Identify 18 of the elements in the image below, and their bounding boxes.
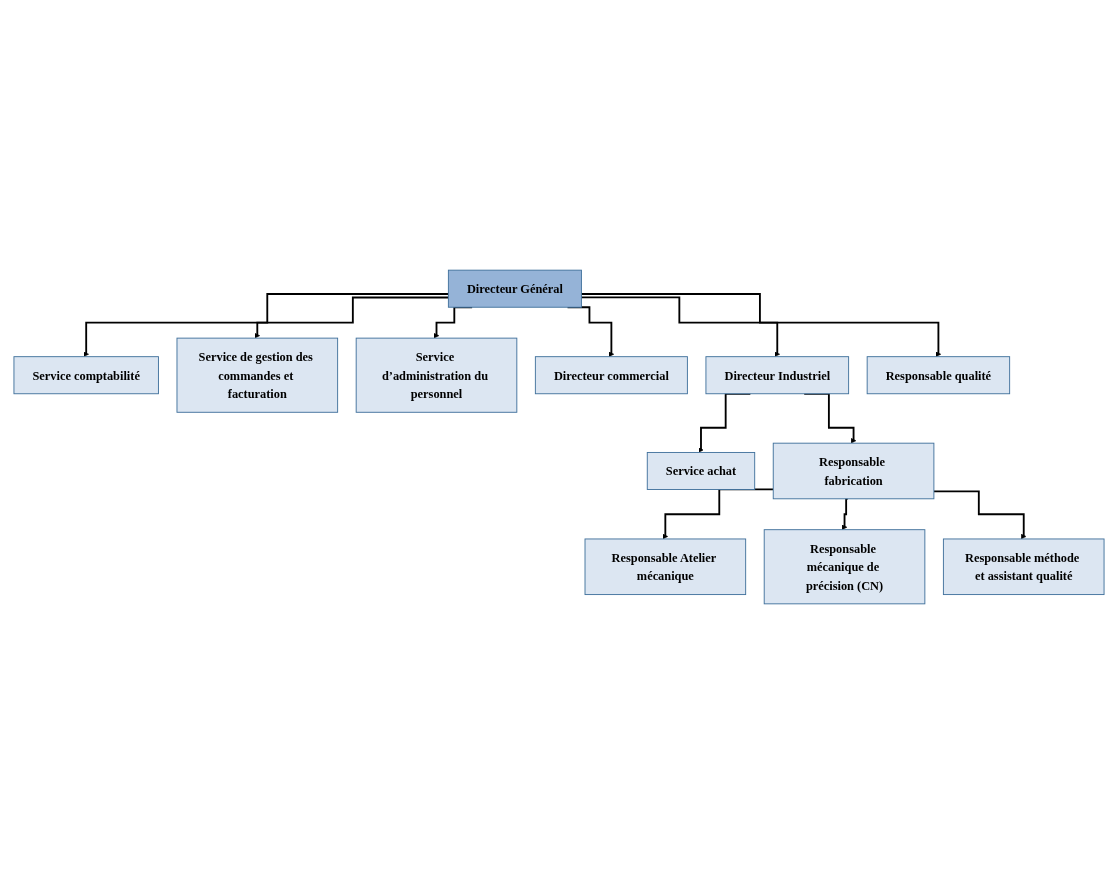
node-box: Service d’administration du personnel xyxy=(355,337,518,413)
arrow xyxy=(580,296,780,357)
node-box: Responsable méthode et assistant qualité xyxy=(942,538,1105,596)
node-box: Service achat xyxy=(646,452,756,490)
node-box: Service de gestion des commandes et facturation xyxy=(176,337,339,413)
node-box: Responsable mécanique de précision (CN) xyxy=(763,529,926,605)
node-box: Service comptabilité xyxy=(13,356,159,395)
arrow xyxy=(83,293,450,357)
node-box: Directeur Industriel xyxy=(705,356,850,395)
node-box: Responsable fabrication xyxy=(772,442,935,500)
node-box: Responsable qualité xyxy=(866,356,1011,395)
arrow xyxy=(254,296,450,339)
arrow xyxy=(932,490,1027,540)
node-box: Directeur Général xyxy=(447,269,582,308)
node-box: Directeur commercial xyxy=(534,356,688,395)
node-box: Responsable Atelier mécanique xyxy=(584,538,747,596)
arrow xyxy=(841,497,849,530)
arrow xyxy=(580,293,942,357)
